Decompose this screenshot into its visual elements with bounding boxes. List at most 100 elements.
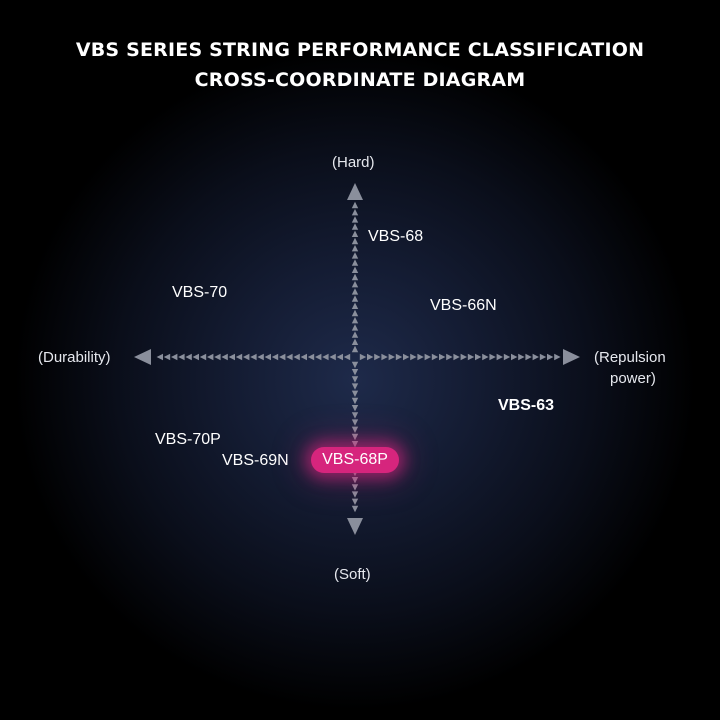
axis-chevron (257, 353, 264, 361)
axis-chevron (351, 288, 359, 295)
axis-chevron (286, 353, 293, 361)
axis-chevron (178, 353, 185, 361)
axis-chevron (235, 353, 243, 361)
axis-chevron (453, 353, 460, 361)
axis-chevron (156, 353, 163, 361)
axis-chevron (351, 390, 359, 397)
axis-chevron (374, 353, 381, 361)
axis-chevron (439, 353, 446, 361)
product-vbs-68p-highlight: VBS-68P (311, 447, 399, 473)
axis-chevron (228, 353, 235, 361)
axis-chevron (410, 353, 417, 361)
axis-chevron (424, 353, 431, 361)
axis-chevron (351, 216, 359, 223)
axis-chevron (351, 412, 359, 419)
axis-chevron (351, 209, 359, 216)
vertical-axis-up-arrows (351, 201, 359, 353)
axis-chevron (482, 353, 489, 361)
axis-chevron (300, 353, 307, 361)
product-vbs-69n: VBS-69N (222, 452, 289, 469)
axis-chevron (503, 353, 511, 361)
axis-chevron (351, 361, 359, 369)
axis-chevron (307, 353, 315, 361)
axis-chevron (171, 353, 178, 361)
axis-chevron (351, 324, 359, 331)
axis-chevron (351, 484, 359, 491)
axis-chevron (351, 477, 359, 484)
left-arrowhead (134, 349, 151, 365)
axis-chevron (185, 353, 192, 361)
axis-chevron (351, 376, 359, 383)
axis-chevron (351, 405, 359, 412)
axis-chevron (351, 369, 359, 376)
axis-chevron (475, 353, 482, 361)
axis-chevron (539, 353, 547, 361)
axis-chevron (293, 353, 300, 361)
bottom-arrowhead (347, 518, 363, 535)
axis-chevron (351, 491, 359, 498)
product-vbs-63: VBS-63 (498, 397, 555, 414)
axis-chevron (351, 433, 359, 441)
axis-chevron (446, 353, 453, 361)
axis-label-repulsion-line-2: power) (610, 370, 656, 387)
axis-chevron (554, 353, 561, 361)
axis-chevron (221, 353, 228, 361)
horizontal-axis-left-arrows (156, 353, 351, 361)
axis-chevron (351, 302, 359, 309)
axis-chevron (207, 353, 214, 361)
axis-chevron (250, 353, 257, 361)
axis-chevron (351, 317, 359, 324)
axis-chevron (532, 353, 539, 361)
axis-chevron (163, 353, 171, 361)
axis-chevron (322, 353, 329, 361)
axis-chevron (351, 245, 359, 252)
axis-chevron (351, 441, 359, 448)
product-vbs-68: VBS-68 (368, 228, 424, 245)
axis-chevron (359, 353, 367, 361)
axis-chevron (351, 223, 359, 230)
vertical-axis-down-arrows (351, 361, 359, 513)
axis-chevron (417, 353, 424, 361)
axis-chevron (547, 353, 554, 361)
axis-chevron (351, 273, 359, 281)
axis-label-repulsion-line-1: (Repulsion (594, 349, 666, 366)
horizontal-axis-right-arrows (359, 353, 561, 361)
axis-chevron (329, 353, 336, 361)
axis-chevron (351, 338, 359, 345)
axis-chevron (525, 353, 532, 361)
axis-chevron (460, 353, 467, 361)
axis-chevron (351, 266, 359, 273)
axis-chevron (518, 353, 525, 361)
product-vbs-70: VBS-70 (172, 284, 228, 301)
axis-chevron (315, 353, 322, 361)
axis-chevron (367, 353, 374, 361)
axis-chevron (264, 353, 271, 361)
axis-chevron (279, 353, 286, 361)
axis-chevron (511, 353, 518, 361)
axis-chevron (431, 353, 439, 361)
axis-chevron (343, 353, 351, 361)
axis-chevron (351, 281, 359, 288)
axis-chevron (336, 353, 343, 361)
axis-chevron (403, 353, 410, 361)
right-arrowhead (563, 349, 580, 365)
axis-chevron (351, 331, 359, 338)
axis-chevron (351, 230, 359, 237)
axis-chevron (351, 309, 359, 317)
product-vbs-70p: VBS-70P (155, 431, 221, 448)
axis-chevron (388, 353, 395, 361)
product-vbs-66n: VBS-66N (430, 297, 497, 314)
axis-label-hard: (Hard) (332, 154, 375, 171)
axis-label-soft: (Soft) (334, 566, 371, 583)
axis-chevron (351, 295, 359, 302)
axis-chevron (467, 353, 475, 361)
axis-chevron (351, 426, 359, 433)
axis-chevron (192, 353, 199, 361)
axis-chevron (351, 383, 359, 390)
axis-label-durability: (Durability) (38, 349, 111, 366)
axis-chevron (271, 353, 279, 361)
axis-chevron (351, 259, 359, 266)
axis-chevron (351, 505, 359, 513)
